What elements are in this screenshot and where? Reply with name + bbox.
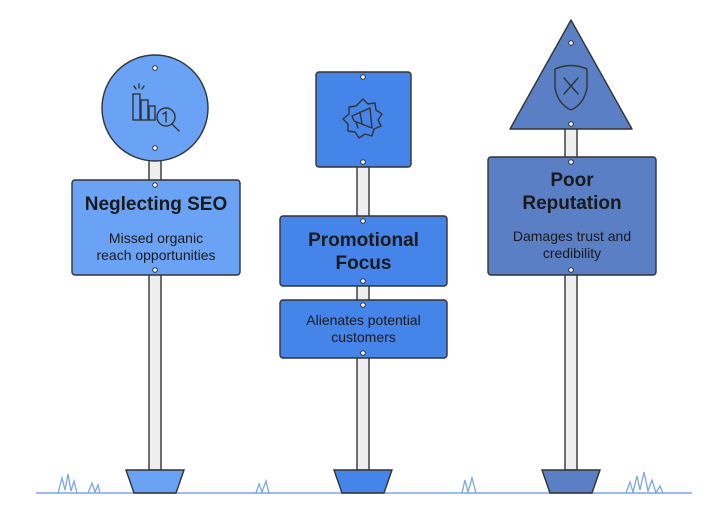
grass-tuft-3: [461, 475, 477, 495]
sign-promo-desc-board: [279, 299, 448, 359]
sign-seo-board: [71, 179, 241, 276]
shield-x-icon: [554, 64, 588, 111]
sign-promo-title: Promotional Focus: [308, 230, 419, 274]
grass-tuft-2: [255, 478, 270, 494]
sign-reputation-board: [487, 156, 657, 276]
sign-reputation-description: Damages trust and credibility: [512, 228, 632, 261]
grass-tuft-4: [625, 471, 664, 495]
sign-promo-board: [279, 215, 448, 287]
sign-seo-title: Neglecting SEO: [84, 194, 228, 215]
sign-seo-description: Missed organic reach opportunities: [96, 230, 216, 263]
sign-seo: [71, 54, 241, 494]
sign-reputation-title: Poor Reputation: [522, 170, 622, 214]
sign-seo-base: [125, 469, 185, 494]
sign-reputation-base: [541, 469, 601, 494]
sign-promo-base: [333, 469, 393, 494]
megaphone-icon: [342, 98, 383, 139]
seo-ranking-icon: [132, 83, 180, 132]
sign-reputation-triangle: [509, 19, 633, 130]
grass-tuft-1: [57, 473, 101, 494]
sign-promo-square: [315, 71, 412, 168]
sign-promo: [279, 71, 448, 494]
sign-reputation: [487, 19, 657, 494]
sign-promo-description: Alienates potential customers: [306, 312, 421, 345]
